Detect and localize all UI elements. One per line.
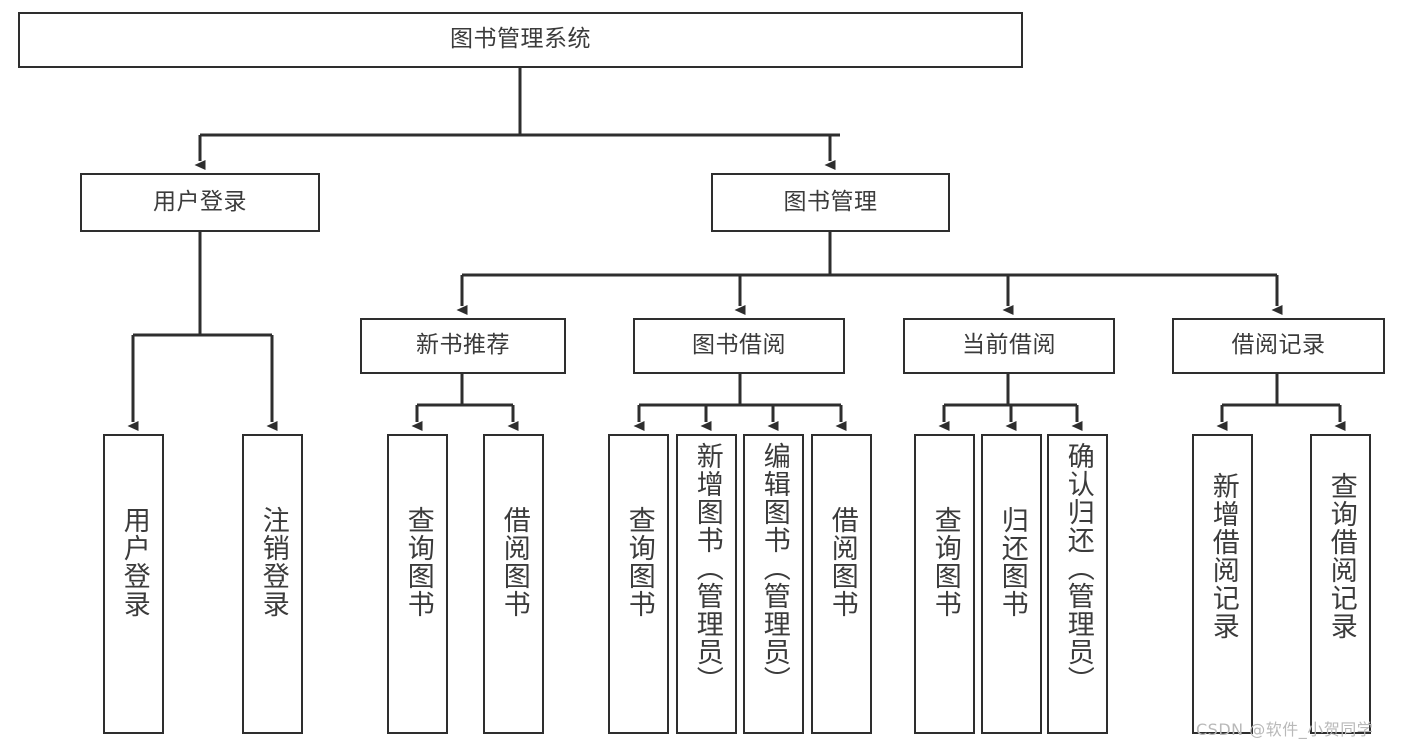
node-leaf-borrow-book-2-label: 借阅图书: [826, 506, 858, 618]
node-leaf-query-record[interactable]: 查询借阅记录: [1310, 434, 1371, 734]
node-leaf-return-book-label: 归还图书: [996, 506, 1028, 618]
node-book-borrow-label: 图书借阅: [692, 332, 786, 359]
node-root[interactable]: 图书管理系统: [18, 12, 1023, 68]
node-user-login[interactable]: 用户登录: [80, 173, 320, 232]
node-book-borrow[interactable]: 图书借阅: [633, 318, 845, 374]
node-user-login-label: 用户登录: [153, 188, 247, 215]
csdn-watermark: CSDN @软件_小贺同学: [1196, 720, 1374, 739]
node-leaf-edit-book[interactable]: 编辑图书（管理员）: [743, 434, 804, 734]
node-leaf-borrow-book-1[interactable]: 借阅图书: [483, 434, 544, 734]
node-leaf-borrow-book-1-label: 借阅图书: [498, 506, 530, 618]
node-borrow-record[interactable]: 借阅记录: [1172, 318, 1385, 374]
node-leaf-user-login-label: 用户登录: [118, 506, 150, 618]
node-leaf-user-login[interactable]: 用户登录: [103, 434, 164, 734]
node-leaf-borrow-book-2[interactable]: 借阅图书: [811, 434, 872, 734]
node-leaf-confirm-return-label: 确认归还（管理员）: [1062, 442, 1094, 694]
node-leaf-add-record-label: 新增借阅记录: [1207, 472, 1239, 640]
node-leaf-add-book[interactable]: 新增图书（管理员）: [676, 434, 737, 734]
node-book-management[interactable]: 图书管理: [711, 173, 950, 232]
node-leaf-add-book-label: 新增图书（管理员）: [691, 442, 723, 694]
node-leaf-edit-book-label: 编辑图书（管理员）: [758, 442, 790, 694]
node-borrow-record-label: 借阅记录: [1231, 332, 1326, 359]
node-leaf-query-book-2-label: 查询图书: [623, 506, 655, 618]
node-leaf-logout-login-label: 注销登录: [257, 506, 289, 618]
node-leaf-confirm-return[interactable]: 确认归还（管理员）: [1047, 434, 1108, 734]
node-leaf-query-book-3-label: 查询图书: [929, 506, 961, 618]
node-new-book-recommend-label: 新书推荐: [416, 332, 510, 359]
node-leaf-return-book[interactable]: 归还图书: [981, 434, 1042, 734]
node-book-management-label: 图书管理: [783, 188, 878, 215]
node-leaf-logout-login[interactable]: 注销登录: [242, 434, 303, 734]
node-root-label: 图书管理系统: [450, 26, 591, 53]
node-current-borrow[interactable]: 当前借阅: [903, 318, 1115, 374]
node-leaf-query-book-2[interactable]: 查询图书: [608, 434, 669, 734]
node-leaf-query-book-3[interactable]: 查询图书: [914, 434, 975, 734]
node-current-borrow-label: 当前借阅: [962, 332, 1056, 359]
node-leaf-query-book-1-label: 查询图书: [402, 506, 434, 618]
node-leaf-query-record-label: 查询借阅记录: [1325, 472, 1357, 640]
node-leaf-query-book-1[interactable]: 查询图书: [387, 434, 448, 734]
node-leaf-add-record[interactable]: 新增借阅记录: [1192, 434, 1253, 734]
node-new-book-recommend[interactable]: 新书推荐: [360, 318, 566, 374]
